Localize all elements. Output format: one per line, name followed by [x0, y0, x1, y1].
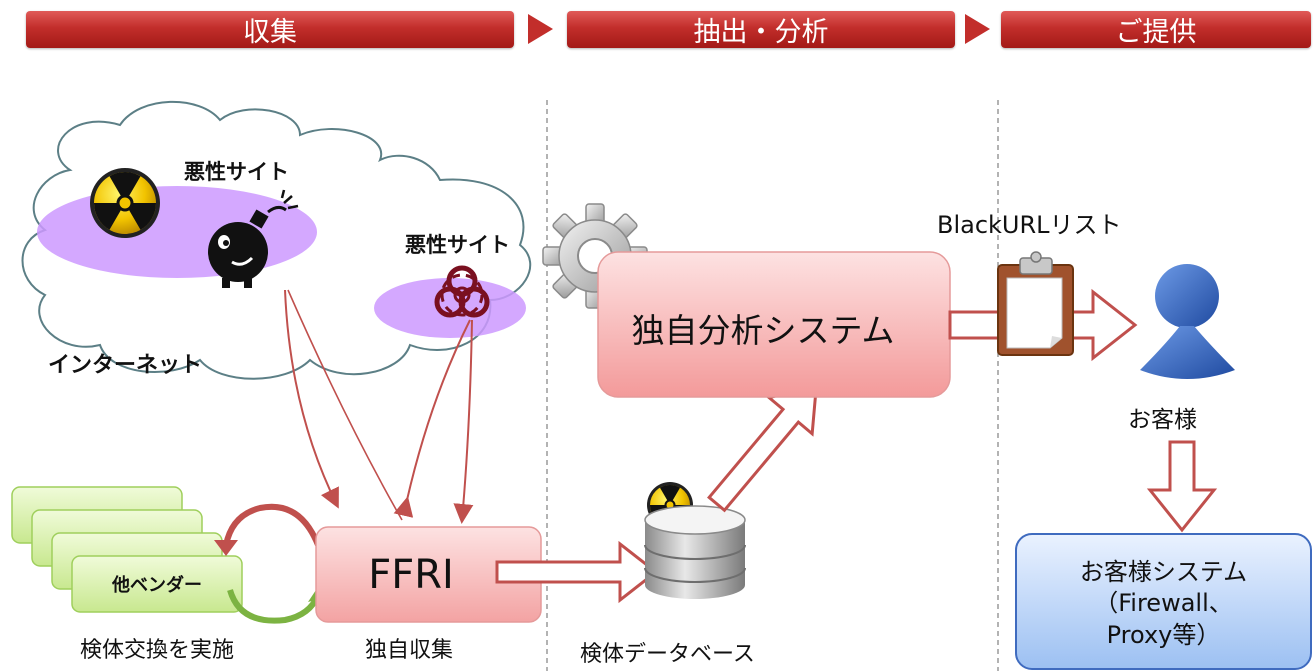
- malicious-site-area-1: [37, 186, 317, 278]
- blacklist-label: BlackURLリスト: [937, 211, 1122, 239]
- malicious-site-area-2: [374, 278, 526, 338]
- malicious-site-label-2: 悪性サイト: [405, 233, 510, 257]
- collect-arrow-down-1: [284, 289, 339, 509]
- stage-delivery-bar: ご提供: [1001, 11, 1311, 48]
- vendor-label: 他ベンダー: [112, 575, 202, 596]
- stage-collection-bar: 収集: [26, 11, 514, 48]
- customer-person-icon: [1140, 264, 1235, 379]
- customer-system-line1: お客様システム: [1079, 558, 1248, 587]
- bomb-character-icon: [208, 189, 299, 288]
- biohazard-icon: [434, 265, 490, 318]
- radiation-icon: [90, 168, 160, 238]
- customer-label: お客様: [1128, 407, 1197, 433]
- own-collection-caption: 独自収集: [365, 638, 454, 663]
- stage-analysis-label: 抽出・分析: [693, 17, 829, 48]
- vendor-card-stack: [11, 486, 243, 613]
- chevron-right-icon: [965, 14, 990, 44]
- customer-system-box: [1015, 533, 1312, 670]
- sample-database-caption: 検体データベース: [580, 642, 755, 667]
- ffri-to-db-arrow: [495, 540, 659, 604]
- chevron-right-icon: [528, 14, 553, 44]
- malicious-site-label-1: 悪性サイト: [184, 160, 289, 184]
- collect-arrow-down-2: [453, 319, 474, 524]
- collect-arrow-up-2: [393, 319, 471, 518]
- clipboard-icon: [997, 251, 1074, 356]
- customer-system-line3: Proxy等）: [1106, 620, 1221, 649]
- collect-arrow-up-1: [287, 289, 403, 521]
- database-icon: [644, 505, 746, 599]
- analysis-system-label: 独自分析システム: [631, 310, 895, 350]
- exchange-arrow-top-head: [214, 540, 238, 556]
- customer-system-line2: （Firewall、: [1094, 589, 1233, 618]
- customer-system-text: お客様システム （Firewall、 Proxy等）: [1016, 544, 1311, 664]
- stage-analysis-bar: 抽出・分析: [567, 11, 955, 48]
- customer-to-system-arrow: [1146, 440, 1218, 533]
- internet-label: インターネット: [48, 353, 203, 378]
- sample-exchange-caption: 検体交換を実施: [80, 638, 235, 663]
- db-to-analysis-arrow: [707, 383, 819, 513]
- stage-delivery-label: ご提供: [1115, 17, 1197, 48]
- exchange-arrow-top: [223, 503, 321, 547]
- stage-collection-label: 収集: [243, 17, 297, 48]
- exchange-arrow-bottom: [227, 589, 321, 624]
- ffri-label: FFRI: [368, 551, 454, 598]
